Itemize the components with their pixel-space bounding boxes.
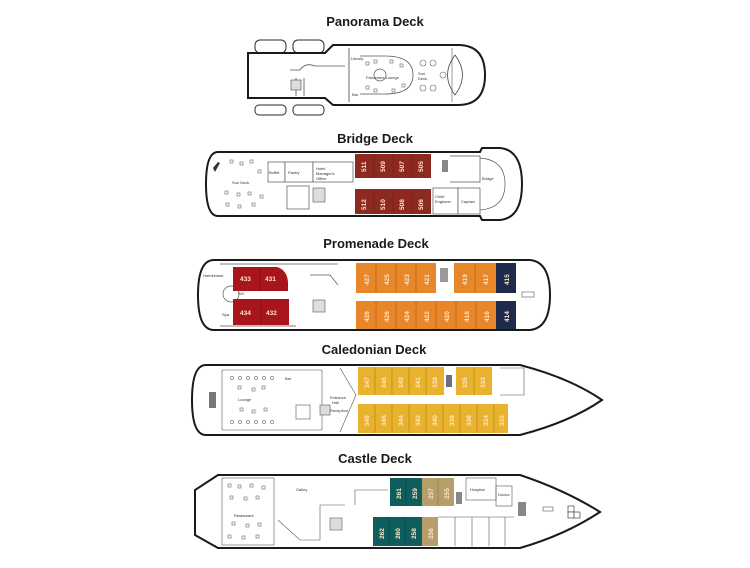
cabin-510[interactable]: 510 [380,199,387,210]
svg-text:Restaurant: Restaurant [234,513,254,518]
cabin-335[interactable]: 335 [462,377,469,388]
cabin-341[interactable]: 341 [415,377,422,388]
cabin-423[interactable]: 423 [404,274,411,285]
cabin-509[interactable]: 509 [380,161,387,172]
suite-block-top [233,267,288,291]
svg-text:Lounge: Lounge [238,397,252,402]
cabin-332[interactable]: 332 [499,415,506,426]
cabin-428[interactable]: 428 [364,311,371,322]
cabin-426[interactable]: 426 [384,311,391,322]
cabin-345[interactable]: 345 [381,377,388,388]
bridge-deck: Buffet Pantry Hotel Manager's Office Sun… [204,147,524,221]
cabin-431[interactable]: 431 [265,276,276,283]
cabin-262[interactable]: 262 [379,528,386,539]
svg-text:Spa: Spa [222,312,230,317]
svg-text:Engineer: Engineer [435,199,452,204]
svg-text:Deck: Deck [418,76,427,81]
svg-text:Pantry: Pantry [288,170,300,175]
cabin-348[interactable]: 348 [364,415,371,426]
cabin-427[interactable]: 427 [364,274,371,285]
cabin-432[interactable]: 432 [266,310,277,317]
cabin-424[interactable]: 424 [404,311,411,322]
cabin-433[interactable]: 433 [240,276,251,283]
cabin-339[interactable]: 339 [432,377,439,388]
cabin-259[interactable]: 259 [412,488,419,499]
svg-text:Buffet: Buffet [269,170,280,175]
cabin-425[interactable]: 425 [384,274,391,285]
cabin-420[interactable]: 420 [444,311,451,322]
bridge-deck-title: Bridge Deck [337,131,413,146]
cabin-511[interactable]: 511 [361,161,368,172]
svg-text:Entrance: Entrance [330,395,347,400]
cabin-256[interactable]: 256 [428,528,435,539]
cabin-508[interactable]: 508 [399,199,406,210]
cabin-340[interactable]: 340 [432,415,439,426]
svg-text:Reception: Reception [330,408,348,413]
svg-text:Library: Library [351,56,363,61]
cabin-414[interactable]: 414 [504,311,511,322]
svg-text:Sun: Sun [418,71,425,76]
svg-text:Hairdresser: Hairdresser [203,273,224,278]
svg-text:Manager's: Manager's [316,171,335,176]
svg-text:Hotel: Hotel [316,166,325,171]
cabin-506[interactable]: 506 [418,199,425,210]
promenade-deck: Hairdresser Spa WC 433 431 434 432 427 4… [196,259,552,331]
svg-text:Bridge: Bridge [482,176,494,181]
cabin-415[interactable]: 415 [504,274,511,285]
svg-text:Chief: Chief [435,194,445,199]
cabin-343[interactable]: 343 [398,377,405,388]
cabin-505[interactable]: 505 [418,161,425,172]
caledonian-deck-title: Caledonian Deck [321,342,427,357]
promenade-deck-title: Promenade Deck [323,236,429,251]
cabin-334[interactable]: 334 [483,415,490,426]
caledonian-deck: Lounge Bar Entrance Hall Reception 347 3… [190,364,604,436]
svg-text:Bar: Bar [285,376,292,381]
cabin-418[interactable]: 418 [464,311,471,322]
svg-text:Captain: Captain [461,199,475,204]
cabin-346[interactable]: 346 [381,415,388,426]
cabin-260[interactable]: 260 [395,528,402,539]
panorama-deck: Library Panorama Lounge Bar Sun Deck [247,39,487,116]
cabin-261[interactable]: 261 [396,488,403,499]
cabin-338[interactable]: 338 [449,415,456,426]
cabin-347[interactable]: 347 [364,377,371,388]
cabin-507[interactable]: 507 [399,161,406,172]
cabin-422[interactable]: 422 [424,311,431,322]
svg-text:Hospital: Hospital [470,487,485,492]
cabin-342[interactable]: 342 [415,415,422,426]
svg-text:WC: WC [238,291,245,296]
cabin-333[interactable]: 333 [480,377,487,388]
cabin-417[interactable]: 417 [483,274,490,285]
cabin-434[interactable]: 434 [240,310,251,317]
castle-deck-title: Castle Deck [338,451,412,466]
panorama-deck-title: Panorama Deck [326,14,424,29]
svg-text:Bar: Bar [352,92,359,97]
svg-text:Panorama Lounge: Panorama Lounge [366,75,400,80]
cabin-512[interactable]: 512 [361,199,368,210]
cabin-255[interactable]: 255 [444,488,451,499]
cabin-344[interactable]: 344 [398,415,405,426]
cabin-336[interactable]: 336 [466,415,473,426]
svg-text:Galley: Galley [296,487,307,492]
svg-text:Doctor: Doctor [498,492,510,497]
cabin-258[interactable]: 258 [411,528,418,539]
cabin-257[interactable]: 257 [428,488,435,499]
cabin-419[interactable]: 419 [462,274,469,285]
cabin-421[interactable]: 421 [424,274,431,285]
svg-text:Office: Office [316,176,327,181]
cabin-416[interactable]: 416 [484,311,491,322]
castle-deck: Restaurant Galley 261 259 257 255 262 26… [194,474,602,549]
svg-text:Sun Deck: Sun Deck [232,180,249,185]
svg-text:Hall: Hall [332,400,339,405]
